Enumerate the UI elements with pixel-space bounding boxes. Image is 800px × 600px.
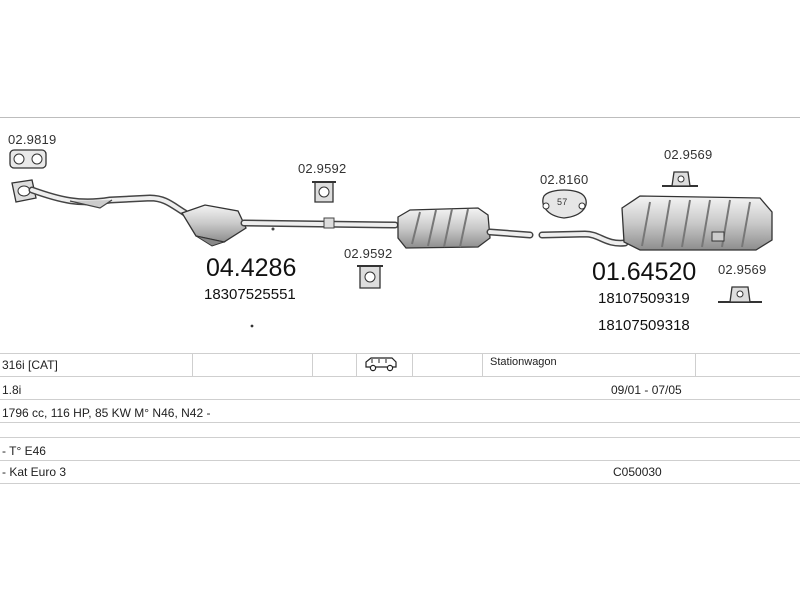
specs-cell: 1796 cc, 116 HP, 85 KW M° N46, N42 - <box>2 406 211 420</box>
body-type-cell: Stationwagon <box>490 356 557 368</box>
table-row: - Kat Euro 3 C050030 <box>0 461 800 484</box>
front-clamp-label: 02.9819 <box>8 132 57 147</box>
chassis-cell: - T° E46 <box>2 444 46 458</box>
rear-hanger-icon <box>718 286 762 303</box>
front-clamp-icon <box>9 149 47 169</box>
exhaust-diagram <box>9 149 773 328</box>
emission-cell: - Kat Euro 3 <box>2 465 67 479</box>
ring-gasket-icon <box>542 189 587 219</box>
table-row: 1.8i 09/01 - 07/05 <box>0 377 800 400</box>
period-cell: 09/01 - 07/05 <box>611 383 682 397</box>
model-cell: 316i [CAT] <box>2 358 58 372</box>
top-rule <box>0 117 800 118</box>
code-cell: C050030 <box>613 465 662 479</box>
middle-silencer-icon <box>397 207 491 249</box>
table-row: - T° E46 <box>0 438 800 461</box>
hanger-rear-top-label: 02.9569 <box>664 147 713 162</box>
hanger-mid-top-label: 02.9592 <box>298 161 347 176</box>
rear-silencer-number: 01.64520 <box>592 258 697 286</box>
hanger-mid-bottom-label: 02.9592 <box>344 246 393 261</box>
gasket-size-label: 57 <box>557 197 568 207</box>
ring-gasket-label: 02.8160 <box>540 172 589 187</box>
rear-silencer-oem-1: 18107509319 <box>598 290 690 307</box>
front-silencer-oem: 18307525551 <box>204 286 296 303</box>
car-stationwagon-icon <box>364 356 398 378</box>
hanger-rear-bottom-label: 02.9569 <box>718 262 767 277</box>
front-flange-icon <box>11 179 37 203</box>
rubber-hanger-icon <box>357 265 383 289</box>
catalytic-converter-icon <box>181 204 247 247</box>
rear-hanger-icon <box>662 171 698 187</box>
table-row: 316i [CAT] Stationwagon <box>0 354 800 377</box>
table-row <box>0 423 800 438</box>
engine-cell: 1.8i <box>2 383 22 397</box>
front-silencer-number: 04.4286 <box>206 254 297 282</box>
rubber-hanger-icon <box>312 181 336 203</box>
rear-silencer-oem-2: 18107509318 <box>598 317 690 334</box>
table-row: 1796 cc, 116 HP, 85 KW M° N46, N42 - <box>0 400 800 423</box>
rear-silencer-icon <box>621 195 773 251</box>
